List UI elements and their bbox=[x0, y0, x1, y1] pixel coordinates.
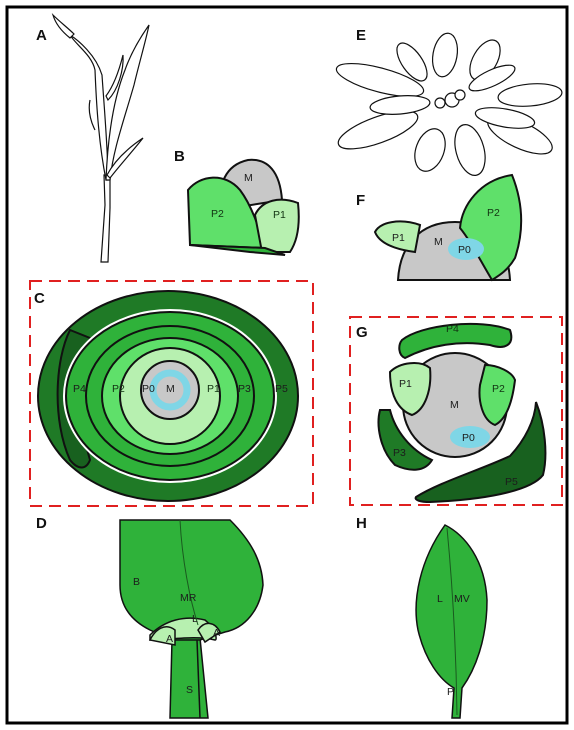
panel-f-label-p1: P1 bbox=[392, 232, 405, 244]
panel-a-letter: A bbox=[36, 27, 47, 44]
panel-c-label-p1: P1 bbox=[207, 383, 220, 395]
panel-g-label-p1: P1 bbox=[399, 378, 412, 390]
panel-c-letter: C bbox=[34, 290, 45, 307]
panel-d-label-b: B bbox=[133, 576, 140, 588]
panel-b-label-p1: P1 bbox=[273, 209, 286, 221]
panel-g-letter: G bbox=[356, 324, 368, 341]
panel-e-letter: E bbox=[356, 27, 366, 44]
panel-f-letter: F bbox=[356, 192, 365, 209]
panel-b-letter: B bbox=[174, 148, 185, 165]
panel-c-label-p2: P2 bbox=[112, 383, 125, 395]
panel-d-label-mr: MR bbox=[180, 592, 197, 604]
panel-g-label-m: M bbox=[450, 399, 459, 411]
panel-h-label-p: P bbox=[447, 686, 454, 698]
panel-h-label-l: L bbox=[437, 593, 443, 605]
panel-f-label-m: M bbox=[434, 236, 443, 248]
panel-f-meristem-drawing bbox=[375, 175, 521, 280]
panel-c-cross-section-drawing bbox=[38, 291, 298, 501]
panel-d-label-a-left: A bbox=[166, 633, 173, 645]
panel-b-label-p2: P2 bbox=[211, 208, 224, 220]
panel-d-label-a-right: A bbox=[213, 627, 220, 639]
panel-c-label-p0: P0 bbox=[142, 383, 155, 395]
panel-e-rosette-drawing bbox=[333, 31, 562, 178]
panel-h-letter: H bbox=[356, 515, 367, 532]
panel-d-letter: D bbox=[36, 515, 47, 532]
panel-h-label-mv: MV bbox=[454, 593, 470, 605]
panel-g-label-p5: P5 bbox=[505, 476, 518, 488]
panel-c-label-m: M bbox=[166, 383, 175, 395]
panel-g-label-p2: P2 bbox=[492, 383, 505, 395]
panel-a-seedling-drawing bbox=[53, 15, 149, 262]
panel-d-label-s: S bbox=[186, 684, 193, 696]
panel-d-label-l: L bbox=[192, 613, 198, 625]
panel-f-label-p2: P2 bbox=[487, 207, 500, 219]
panel-b-label-m: M bbox=[244, 172, 253, 184]
panel-g-label-p3: P3 bbox=[393, 447, 406, 459]
panel-g-arrangement-drawing bbox=[379, 324, 546, 502]
panel-c-label-p3: P3 bbox=[238, 383, 251, 395]
panel-c-label-p5: P5 bbox=[275, 383, 288, 395]
panel-g-label-p4: P4 bbox=[446, 323, 459, 335]
panel-g-label-p0: P0 bbox=[462, 432, 475, 444]
panel-c-label-p4: P4 bbox=[73, 383, 86, 395]
panel-f-label-p0: P0 bbox=[458, 244, 471, 256]
